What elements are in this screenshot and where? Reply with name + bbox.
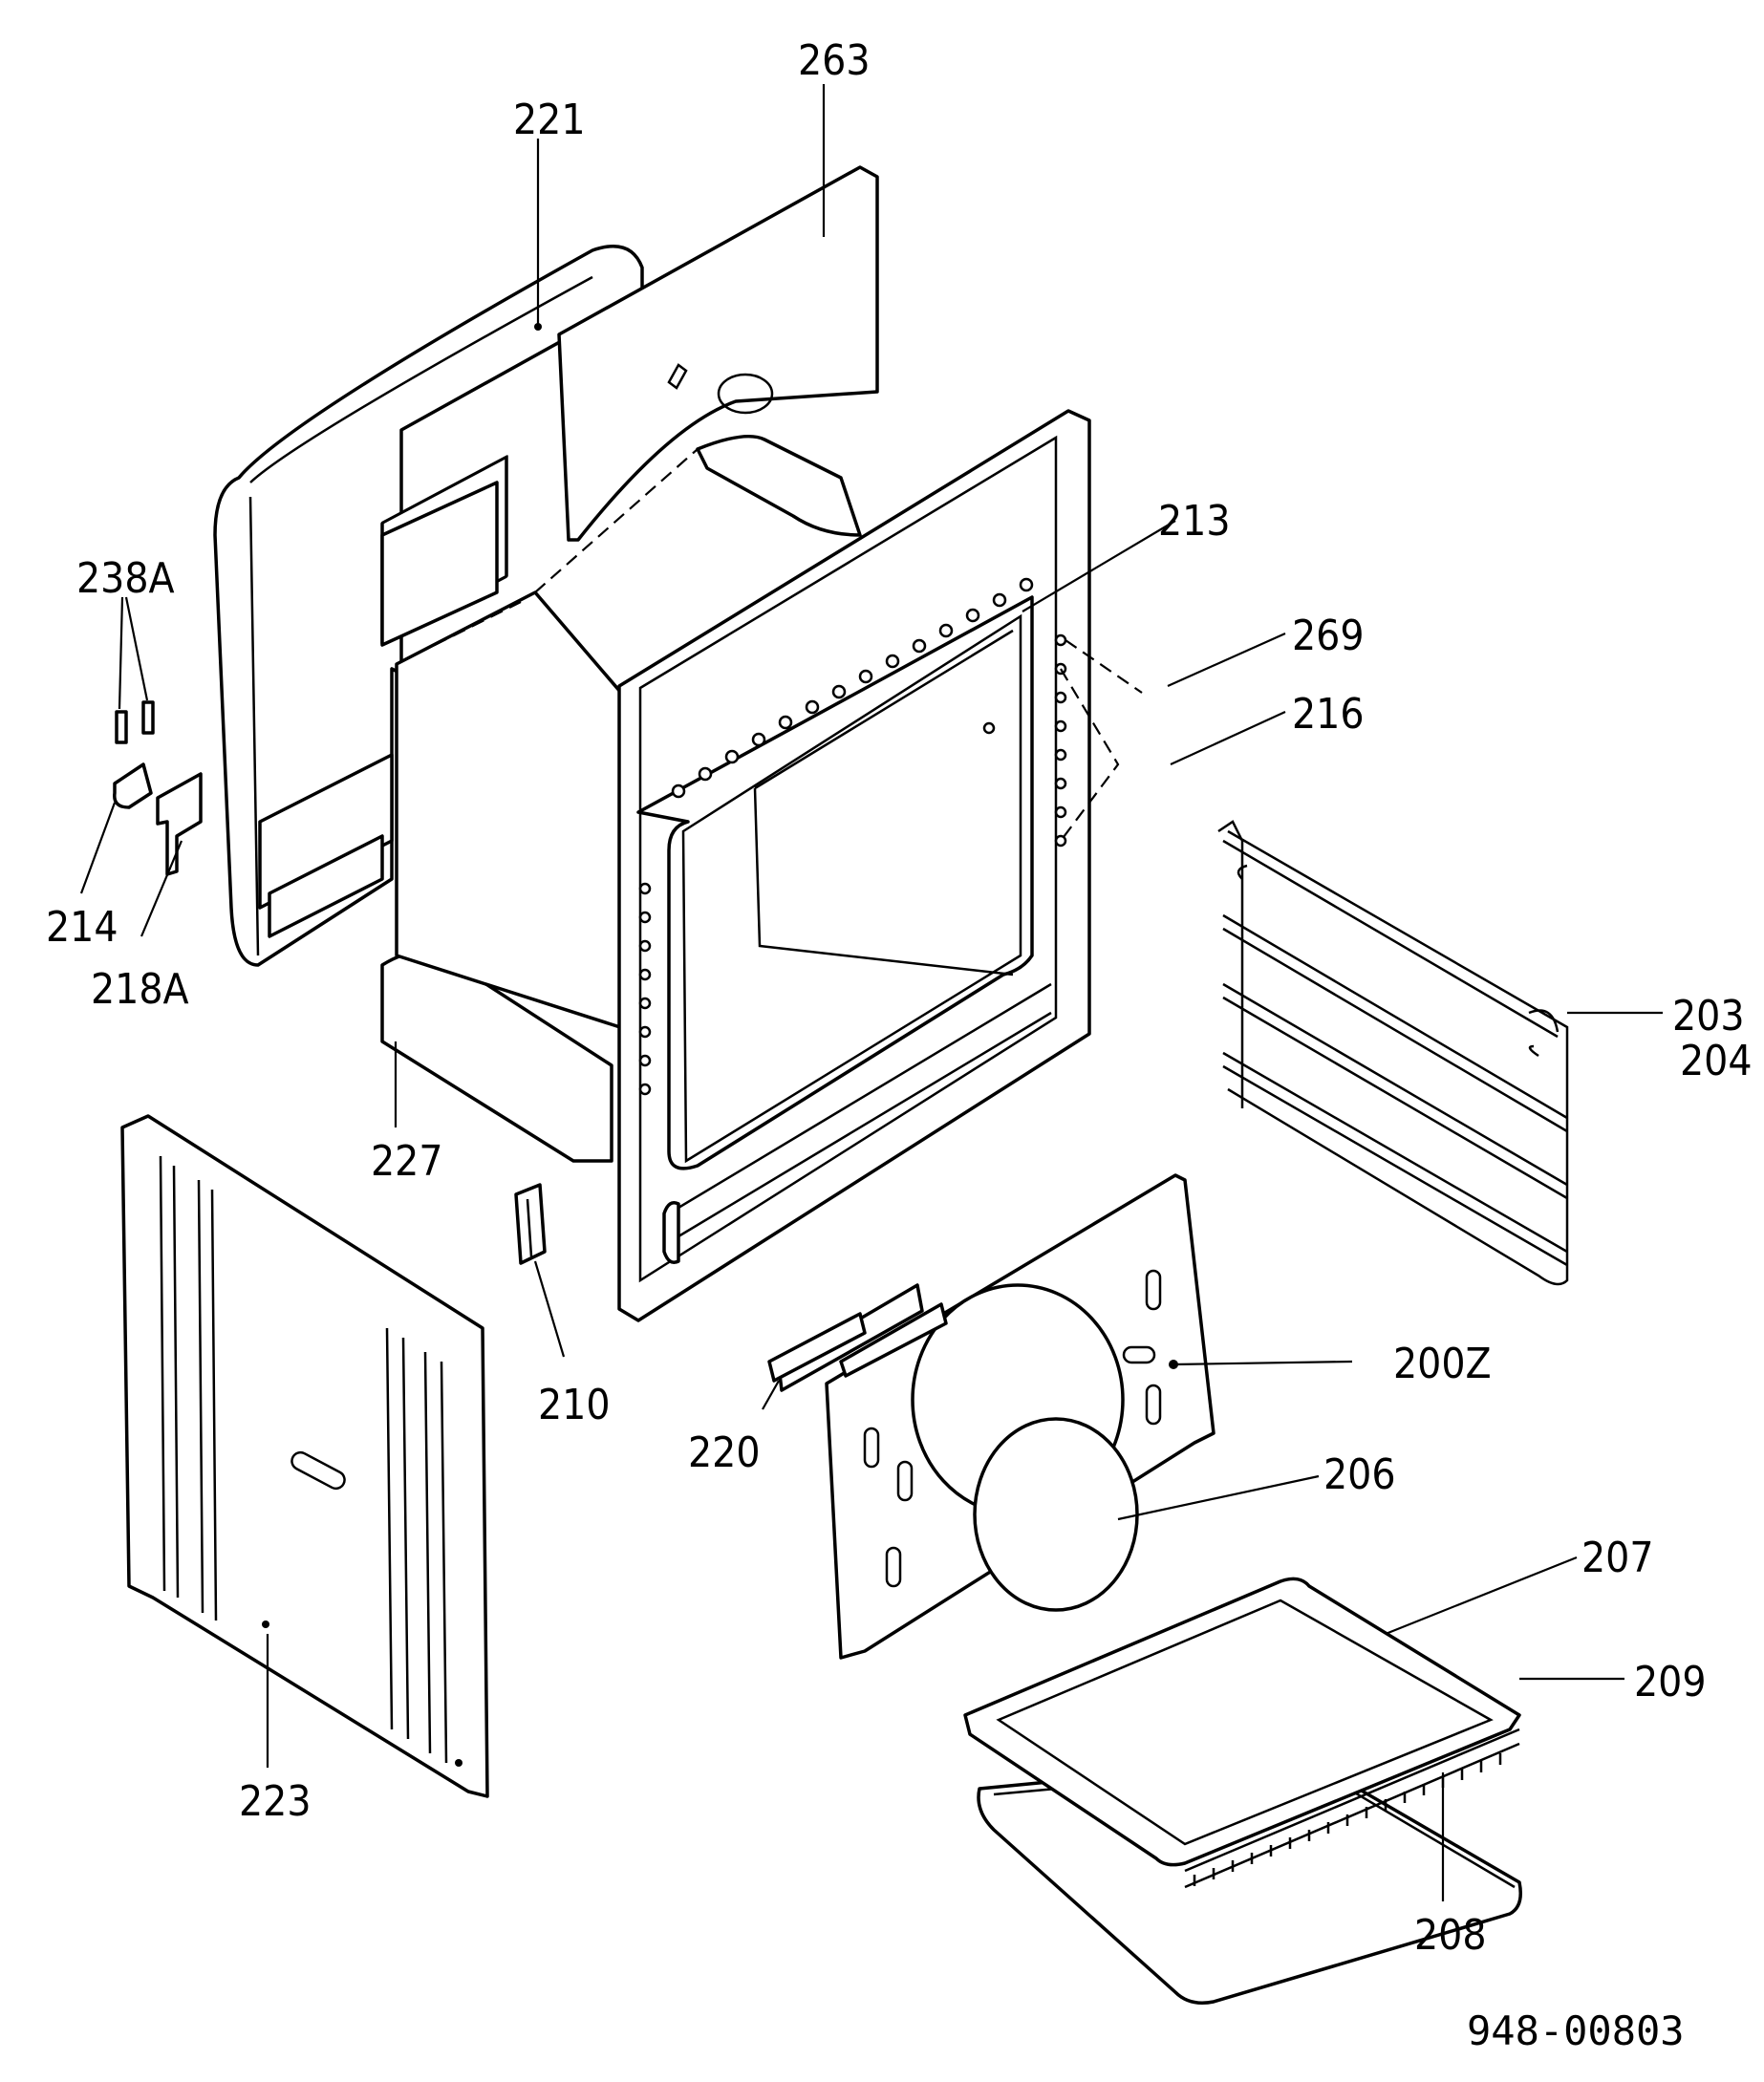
callout-263: 263 [798,36,871,85]
document-number: 948-00803 [1467,2007,1685,2054]
shelf-rack-203-204 [1217,820,1569,1286]
rear-insulation-263 [557,165,879,542]
clip-210 [514,1183,547,1265]
callout-213: 213 [1158,497,1231,546]
callout-206: 206 [1323,1450,1396,1499]
rear-cover-221 [213,245,644,967]
callout-207: 207 [1581,1534,1654,1582]
leader-lines [79,84,1663,1901]
callout-221: 221 [513,96,586,144]
callout-210: 210 [538,1381,611,1429]
callout-209: 209 [1634,1658,1707,1706]
callout-227: 227 [371,1137,443,1186]
bracket-parts-238A-214-218A [113,700,203,876]
callout-269: 269 [1292,612,1365,660]
callout-216: 216 [1292,690,1365,739]
callout-208: 208 [1414,1911,1487,1960]
fan-back-panel-200Z [777,1173,1215,1660]
side-panel-223 [120,1114,489,1798]
front-frame-213 [617,409,1091,1322]
callout-223: 223 [239,1777,312,1826]
trays-207-208-209 [963,1577,1522,2005]
part-220 [767,1312,867,1383]
callout-220: 220 [688,1428,761,1477]
callout-203: 203 [1672,992,1745,1041]
callout-labels: 263 221 213 269 216 238A 214 218A 227 20… [46,36,1753,2054]
callout-214: 214 [46,903,118,952]
callout-218a: 218A [91,965,189,1014]
callout-238a: 238A [76,554,175,603]
fan-guard-206 [973,1417,1139,1612]
callout-200z: 200Z [1393,1340,1492,1388]
callout-204: 204 [1680,1037,1753,1085]
